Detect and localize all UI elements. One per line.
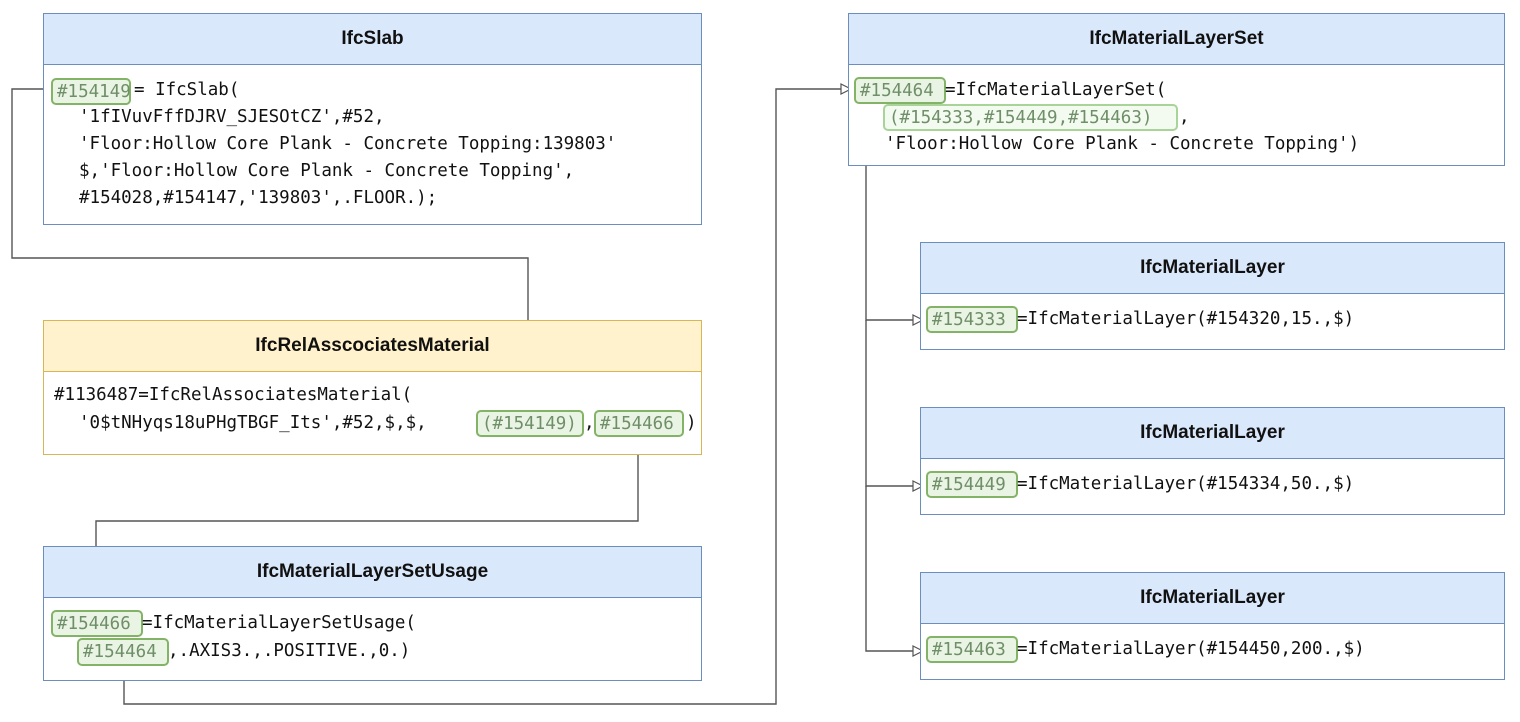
- material-layer-id-3: #154463: [932, 640, 1006, 660]
- ifc-slab-line-4: $,'Floor:Hollow Core Plank - Concrete To…: [79, 161, 575, 181]
- ifc-slab-line-1: = IfcSlab(: [134, 80, 240, 100]
- material-layer-title-3: IfcMaterialLayer: [921, 573, 1504, 624]
- rel-comma: ,: [584, 413, 595, 433]
- connector-usage-to-set: [123, 89, 851, 705]
- rel-usage-ref: #154466: [600, 414, 674, 434]
- layer-set-layers-highlight: (#154333,#154449,#154463): [883, 104, 1178, 131]
- rel-associates-material-box: IfcRelAsscociatesMaterial #1136487=IfcRe…: [43, 320, 702, 455]
- ifc-slab-title: IfcSlab: [44, 14, 701, 65]
- rel-slab-ref: (#154149): [482, 414, 577, 434]
- layer-set-layers-ref: (#154333,#154449,#154463): [889, 108, 1153, 128]
- material-layer-text-2: =IfcMaterialLayer(#154334,50.,$): [1017, 474, 1355, 494]
- ifc-slab-line-5: #154028,#154147,'139803',.FLOOR.);: [79, 188, 438, 208]
- material-layer-text-1: =IfcMaterialLayer(#154320,15.,$): [1017, 309, 1355, 329]
- rel-slab-ref-highlight: (#154149): [476, 410, 584, 437]
- material-layer-text-3: =IfcMaterialLayer(#154450,200.,$): [1017, 639, 1365, 659]
- material-layer-id-1: #154333: [932, 310, 1006, 330]
- ifc-slab-box: IfcSlab #154149 = IfcSlab( '1fIVuvFffDJR…: [43, 13, 702, 225]
- layer-set-usage-body: #154466 =IfcMaterialLayerSetUsage( #1544…: [44, 598, 701, 680]
- rel-associates-material-body: #1136487=IfcRelAssociatesMaterial( '0$tN…: [44, 372, 701, 454]
- ifc-slab-line-2: '1fIVuvFffDJRV_SJESOtCZ',#52,: [79, 107, 385, 127]
- layer-set-body: #154464 =IfcMaterialLayerSet( (#154333,#…: [849, 65, 1504, 165]
- usage-id: #154466: [57, 614, 131, 634]
- material-layer-id-highlight-3: #154463: [926, 636, 1018, 663]
- layer-set-line-2: ,: [1179, 107, 1190, 127]
- material-layer-box-1: IfcMaterialLayer #154333 =IfcMaterialLay…: [920, 242, 1505, 350]
- connector-slab-to-rel: [11, 88, 528, 403]
- connector-set-to-layer-2: [865, 320, 923, 486]
- material-layer-id-highlight-1: #154333: [926, 306, 1018, 333]
- rel-close: ): [686, 413, 697, 433]
- material-layer-id-2: #154449: [932, 475, 1006, 495]
- rel-line-1: #1136487=IfcRelAssociatesMaterial(: [54, 385, 413, 405]
- layer-set-usage-title: IfcMaterialLayerSetUsage: [44, 547, 701, 598]
- layer-set-id-highlight: #154464: [854, 77, 946, 104]
- material-layer-title-2: IfcMaterialLayer: [921, 408, 1504, 459]
- usage-set-ref: #154464: [83, 642, 157, 662]
- material-layer-body-1: #154333 =IfcMaterialLayer(#154320,15.,$): [921, 294, 1504, 349]
- layer-set-line-3: 'Floor:Hollow Core Plank - Concrete Topp…: [885, 134, 1360, 154]
- ifc-slab-id-highlight: #154149: [51, 78, 131, 105]
- layer-set-title: IfcMaterialLayerSet: [849, 14, 1504, 65]
- material-layer-id-highlight-2: #154449: [926, 471, 1018, 498]
- layer-set-usage-box: IfcMaterialLayerSetUsage #154466 =IfcMat…: [43, 546, 702, 681]
- ifc-slab-line-3: 'Floor:Hollow Core Plank - Concrete Topp…: [79, 134, 617, 154]
- rel-associates-material-title: IfcRelAsscociatesMaterial: [44, 321, 701, 372]
- material-layer-body-2: #154449 =IfcMaterialLayer(#154334,50.,$): [921, 459, 1504, 514]
- usage-line-2: ,.AXIS3.,.POSITIVE.,0.): [168, 641, 411, 661]
- connector-set-to-layer-3: [865, 486, 923, 651]
- rel-usage-ref-highlight: #154466: [594, 410, 684, 437]
- usage-line-1: =IfcMaterialLayerSetUsage(: [142, 613, 416, 633]
- layer-set-line-1: =IfcMaterialLayerSet(: [945, 80, 1167, 100]
- usage-set-ref-highlight: #154464: [77, 638, 169, 666]
- layer-set-id: #154464: [860, 81, 934, 101]
- usage-id-highlight: #154466: [51, 610, 143, 637]
- material-layer-title-1: IfcMaterialLayer: [921, 243, 1504, 294]
- ifc-slab-id: #154149: [57, 82, 131, 102]
- layer-set-box: IfcMaterialLayerSet #154464 =IfcMaterial…: [848, 13, 1505, 166]
- material-layer-box-2: IfcMaterialLayer #154449 =IfcMaterialLay…: [920, 407, 1505, 515]
- material-layer-body-3: #154463 =IfcMaterialLayer(#154450,200.,$…: [921, 624, 1504, 679]
- ifc-slab-body: #154149 = IfcSlab( '1fIVuvFffDJRV_SJESOt…: [44, 65, 701, 224]
- material-layer-box-3: IfcMaterialLayer #154463 =IfcMaterialLay…: [920, 572, 1505, 680]
- rel-line-2: '0$tNHyqs18uPHgTBGF_Its',#52,$,$,: [79, 413, 427, 433]
